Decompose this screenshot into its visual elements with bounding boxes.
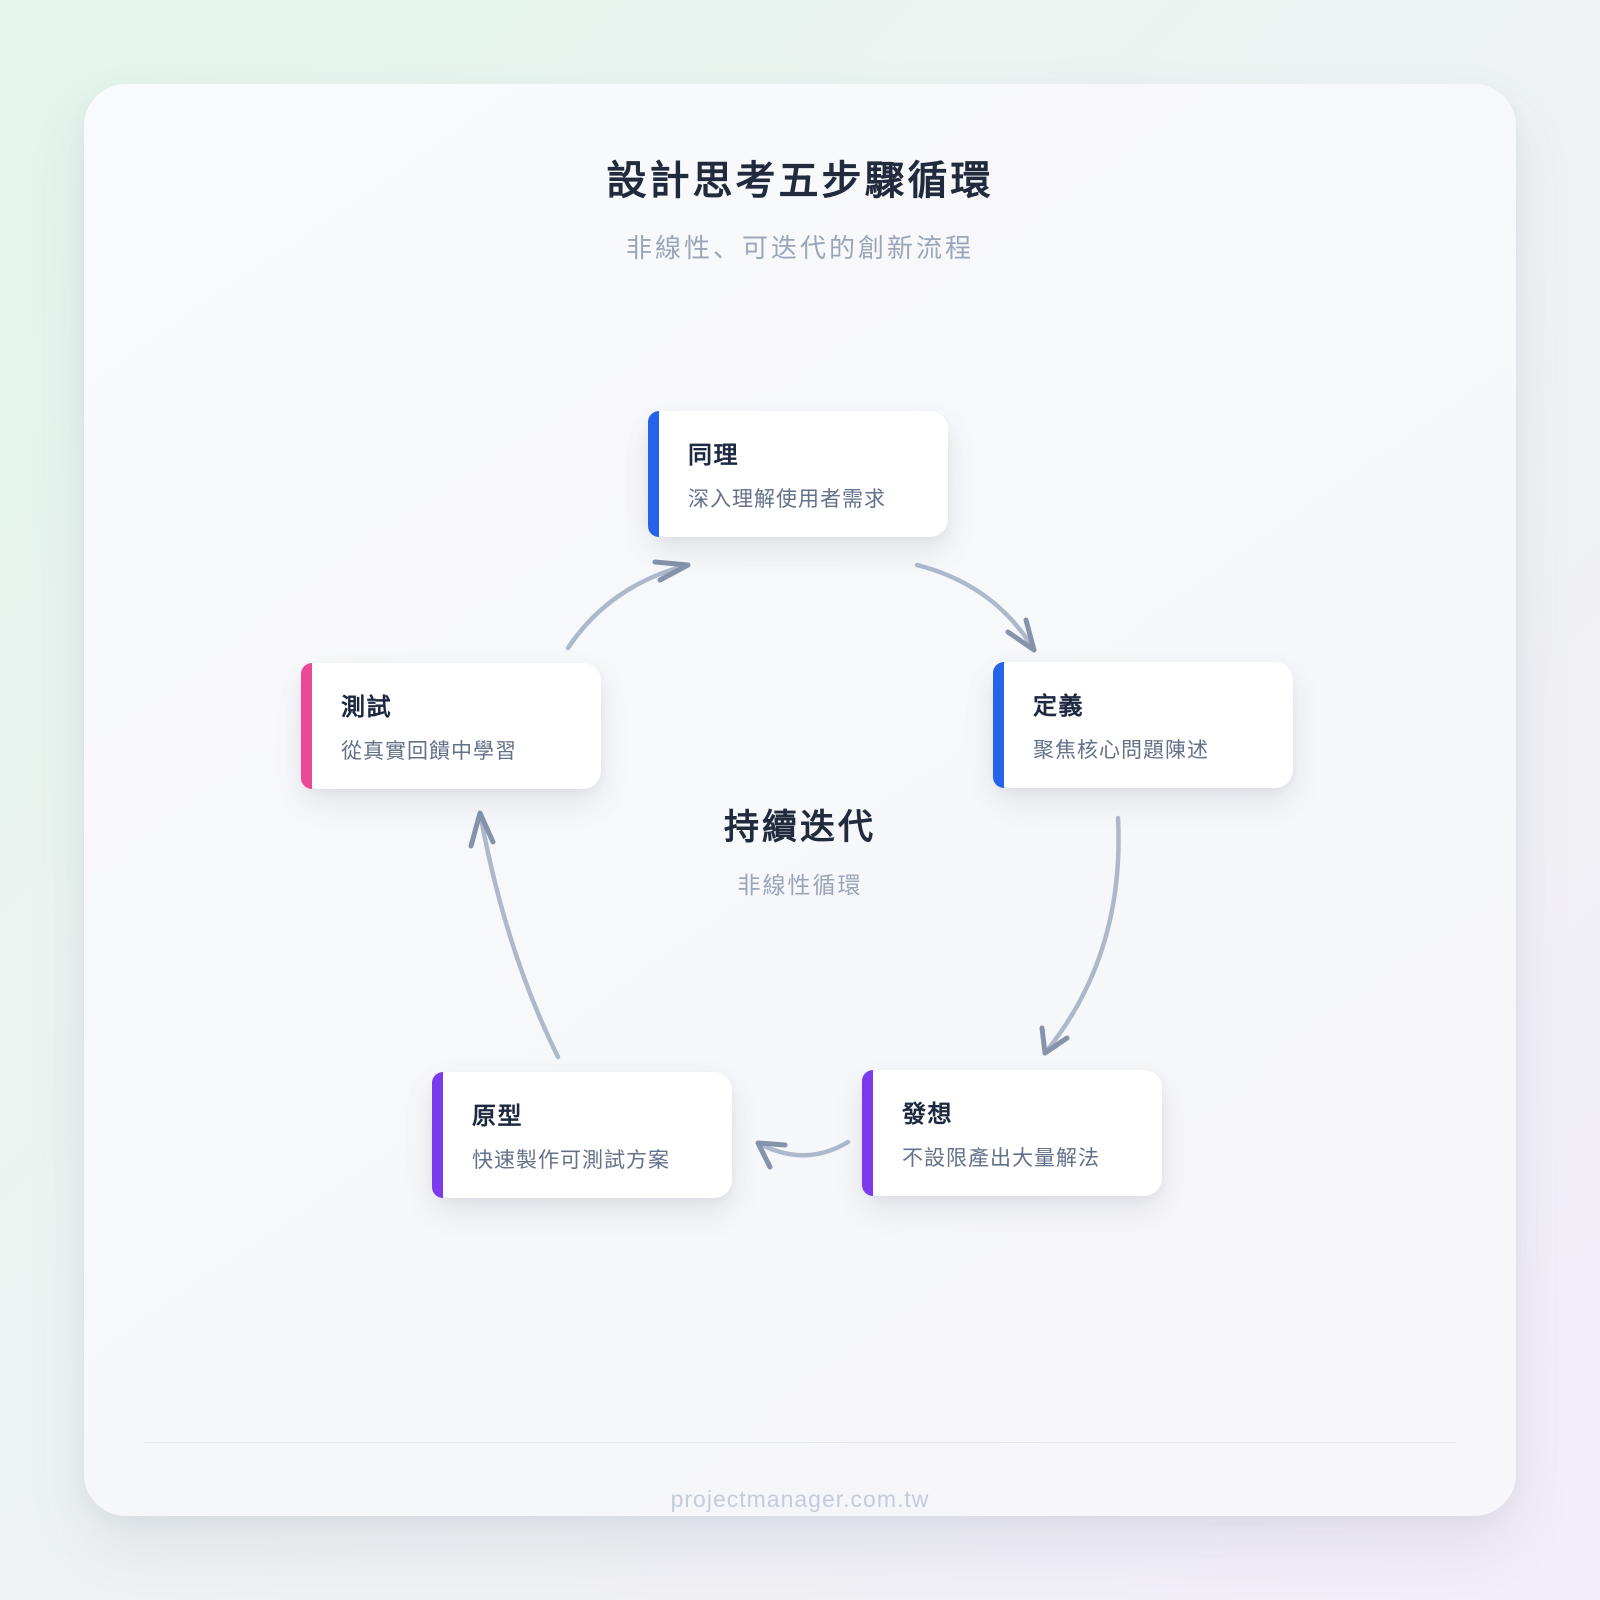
arrow-empathize-to-define xyxy=(914,562,1037,653)
card-accent-bar xyxy=(301,663,312,789)
card-empathize: 同理 深入理解使用者需求 xyxy=(648,411,948,537)
card-prototype: 原型 快速製作可測試方案 xyxy=(432,1072,732,1198)
center-label: 持續迭代 非線性循環 xyxy=(84,799,1516,900)
card-accent-bar xyxy=(993,662,1004,788)
cycle-arrows xyxy=(468,559,1121,1170)
arrow-test-to-empathize xyxy=(565,559,691,651)
card-accent-bar xyxy=(432,1072,443,1198)
footer-divider xyxy=(144,1442,1456,1443)
card-ideate: 發想 不設限產出大量解法 xyxy=(862,1070,1162,1196)
arrow-prototype-to-test xyxy=(468,810,561,1060)
card-description: 從真實回饋中學習 xyxy=(341,740,517,763)
header: 設計思考五步驟循環 非線性、可迭代的創新流程 xyxy=(84,84,1516,265)
card-title: 發想 xyxy=(902,1101,953,1128)
card-define: 定義 聚焦核心問題陳述 xyxy=(993,662,1293,788)
card-title: 同理 xyxy=(688,442,739,469)
card-title: 測試 xyxy=(341,694,392,721)
card-accent-bar xyxy=(862,1070,873,1196)
arrow-ideate-to-prototype xyxy=(755,1139,851,1170)
card-description: 聚焦核心問題陳述 xyxy=(1033,739,1209,762)
card-description: 快速製作可測試方案 xyxy=(472,1149,670,1172)
page-title: 設計思考五步驟循環 xyxy=(606,159,994,203)
infographic-panel: 設計思考五步驟循環 非線性、可迭代的創新流程 xyxy=(84,84,1516,1516)
card-title: 原型 xyxy=(472,1103,523,1130)
center-label-title: 持續迭代 xyxy=(723,808,876,847)
center-label-subtitle: 非線性循環 xyxy=(737,872,863,898)
card-description: 深入理解使用者需求 xyxy=(688,488,886,511)
card-description: 不設限產出大量解法 xyxy=(902,1147,1100,1170)
card-test: 測試 從真實回饋中學習 xyxy=(301,663,601,789)
card-title: 定義 xyxy=(1033,693,1084,720)
card-accent-bar xyxy=(648,411,659,537)
page-subtitle: 非線性、可迭代的創新流程 xyxy=(625,233,974,263)
arrow-define-to-ideate xyxy=(1039,815,1121,1056)
footer-watermark: projectmanager.com.tw xyxy=(670,1486,930,1512)
